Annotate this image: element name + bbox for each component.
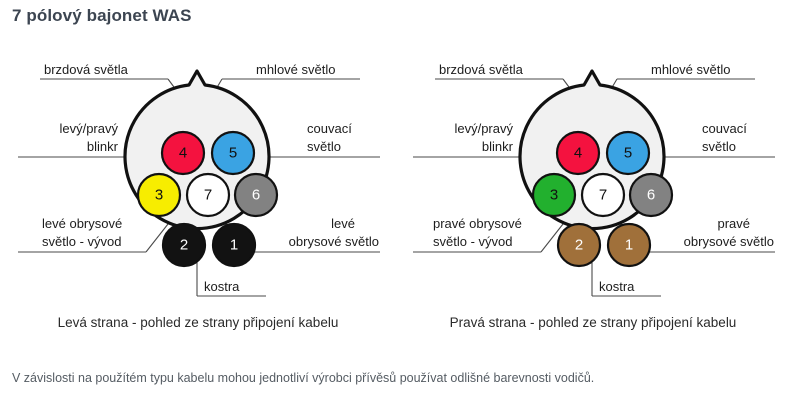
- label-indicator-line1: levý/pravý: [59, 121, 118, 136]
- label-reverse-line2: světlo: [702, 139, 736, 154]
- pin-1-number: 1: [230, 237, 238, 254]
- leader-bottom-left: [540, 223, 564, 253]
- pin-7-number: 7: [599, 187, 607, 204]
- pin-1[interactable]: [211, 222, 257, 268]
- label-right-marker-line2: obrysové světlo: [684, 234, 774, 249]
- connector-diagram-left: 4 5 3 7 6 2 1 brzdová světla mhlové svět…: [0, 40, 396, 335]
- label-right-marker-out-line1: pravé obrysové: [433, 216, 522, 231]
- pin-4[interactable]: [160, 130, 206, 176]
- label-reverse-line2: světlo: [307, 139, 341, 154]
- pin-2[interactable]: [556, 222, 602, 268]
- pin-6-number: 6: [647, 187, 655, 204]
- pin-1-number: 1: [625, 237, 633, 254]
- pin-7-number: 7: [204, 187, 212, 204]
- pin-6[interactable]: [628, 172, 674, 218]
- pin-4[interactable]: [555, 130, 601, 176]
- label-fog-light: mhlové světlo: [651, 62, 730, 77]
- pins-left: 4 5 3 7 6 2 1: [136, 130, 279, 268]
- pin-2[interactable]: [161, 222, 207, 268]
- label-right-marker-line1: pravé: [717, 216, 750, 231]
- pin-3-number: 3: [155, 187, 163, 204]
- label-ground: kostra: [599, 279, 635, 294]
- pin-3[interactable]: [136, 172, 182, 218]
- pin-3[interactable]: [531, 172, 577, 218]
- label-indicator-line2: blinkr: [87, 139, 119, 154]
- pin-4-number: 4: [574, 145, 582, 162]
- pin-5[interactable]: [605, 130, 651, 176]
- label-left-marker-out-line1: levé obrysové: [42, 216, 122, 231]
- pin-1[interactable]: [606, 222, 652, 268]
- pin-6[interactable]: [233, 172, 279, 218]
- pin-2-number: 2: [575, 237, 583, 254]
- label-indicator-line1: levý/pravý: [454, 121, 513, 136]
- pin-7[interactable]: [580, 172, 626, 218]
- connector-diagram-right: 4 5 3 7 6 2 1 brzdová světla mhlové svět…: [395, 40, 791, 335]
- caption-right: Pravá strana - pohled ze strany připojen…: [450, 315, 737, 330]
- caption-left: Levá strana - pohled ze strany připojení…: [58, 315, 339, 330]
- pins-right: 4 5 3 7 6 2 1: [531, 130, 674, 268]
- pin-5-number: 5: [229, 145, 237, 162]
- pin-2-number: 2: [180, 237, 188, 254]
- pin-4-number: 4: [179, 145, 187, 162]
- label-brake-lights: brzdová světla: [439, 62, 524, 77]
- pin-7[interactable]: [185, 172, 231, 218]
- label-left-marker-out-line2: světlo - vývod: [42, 234, 121, 249]
- label-ground: kostra: [204, 279, 240, 294]
- pin-5[interactable]: [210, 130, 256, 176]
- footnote-text: V závislosti na použítém typu kabelu moh…: [12, 371, 595, 385]
- label-left-marker-line1: levé: [331, 216, 355, 231]
- label-right-marker-out-line2: světlo - vývod: [433, 234, 512, 249]
- label-brake-lights: brzdová světla: [44, 62, 129, 77]
- pin-5-number: 5: [624, 145, 632, 162]
- label-indicator-line2: blinkr: [482, 139, 514, 154]
- label-reverse-line1: couvací: [307, 121, 352, 136]
- pin-6-number: 6: [252, 187, 260, 204]
- label-reverse-line1: couvací: [702, 121, 747, 136]
- label-fog-light: mhlové světlo: [256, 62, 335, 77]
- pin-3-number: 3: [550, 187, 558, 204]
- leader-bottom-left: [145, 223, 169, 253]
- label-left-marker-line2: obrysové světlo: [289, 234, 379, 249]
- diagram-container: 4 5 3 7 6 2 1 brzdová světla mhlové svět…: [0, 40, 791, 335]
- page-title: 7 pólový bajonet WAS: [12, 6, 192, 25]
